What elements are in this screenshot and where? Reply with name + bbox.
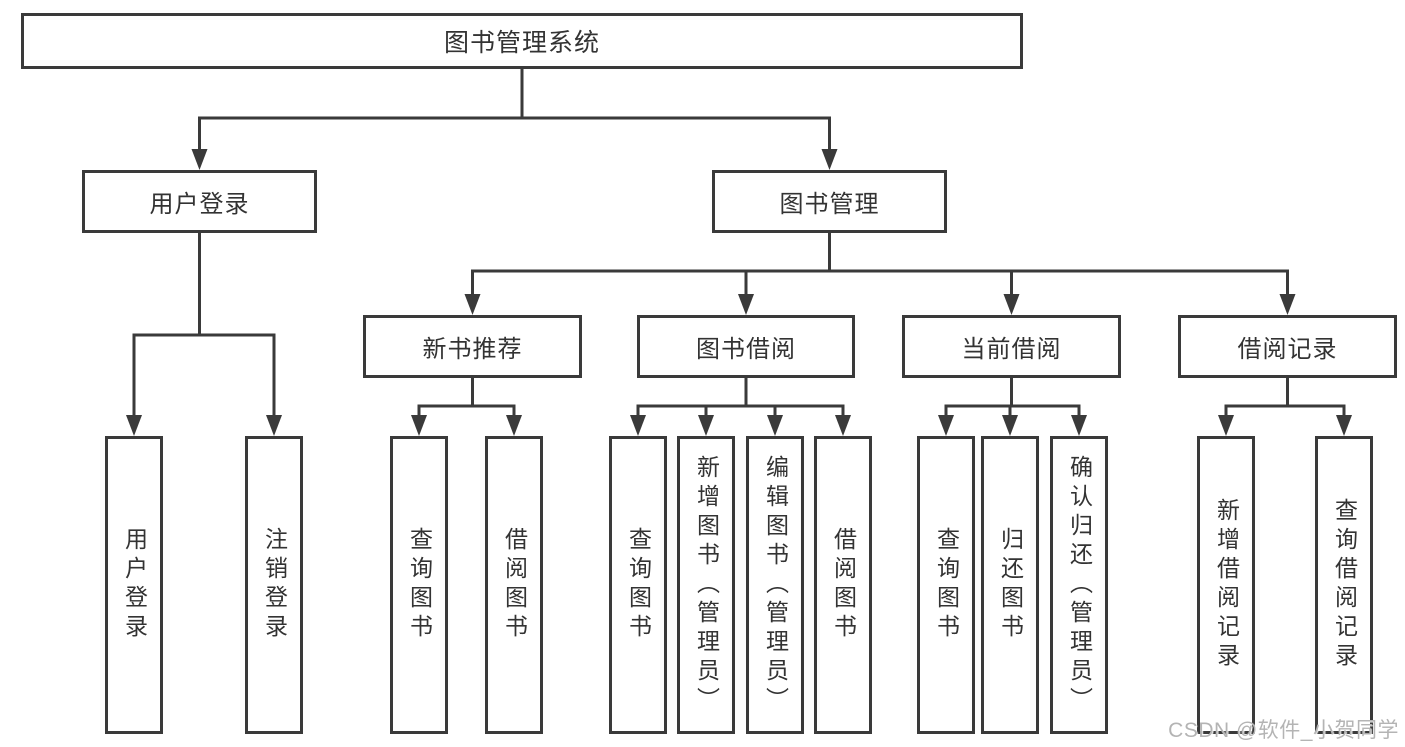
node-br-query-record: 查询借阅记录 <box>1315 436 1373 734</box>
node-book-management: 图书管理 <box>712 170 947 233</box>
connector-current-borrowing-children <box>938 378 1087 436</box>
node-cb-confirm-return-admin: 确认归还（管理员） <box>1050 436 1108 734</box>
node-bb-add-books-admin: 新增图书（管理员） <box>677 436 735 734</box>
node-user-login: 用户登录 <box>82 170 317 233</box>
node-library-management-system: 图书管理系统 <box>21 13 1023 69</box>
node-bb-query-books: 查询图书 <box>609 436 667 734</box>
csdn-watermark: CSDN @软件_小贺同学 <box>1168 719 1399 742</box>
node-book-borrowing: 图书借阅 <box>637 315 855 378</box>
node-bb-borrow-books: 借阅图书 <box>814 436 872 734</box>
node-br-add-record: 新增借阅记录 <box>1197 436 1255 734</box>
connector-borrowing-records-children <box>1218 378 1352 436</box>
node-new-book-recommend: 新书推荐 <box>363 315 582 378</box>
node-cb-return-books: 归还图书 <box>981 436 1039 734</box>
node-user-login-leaf: 用户登录 <box>105 436 163 734</box>
connector-user-login-children <box>126 233 282 436</box>
node-logout: 注销登录 <box>245 436 303 734</box>
node-borrowing-records: 借阅记录 <box>1178 315 1397 378</box>
node-bb-edit-books-admin: 编辑图书（管理员） <box>746 436 804 734</box>
connector-root-to-level2 <box>191 69 838 170</box>
connector-book-borrowing-children <box>630 378 851 436</box>
node-current-borrowing: 当前借阅 <box>902 315 1121 378</box>
node-nbr-borrow-books: 借阅图书 <box>485 436 543 734</box>
node-cb-query-books: 查询图书 <box>917 436 975 734</box>
connector-book-management-children <box>464 233 1296 315</box>
node-nbr-query-books: 查询图书 <box>390 436 448 734</box>
connector-new-book-recommend-children <box>411 378 522 436</box>
